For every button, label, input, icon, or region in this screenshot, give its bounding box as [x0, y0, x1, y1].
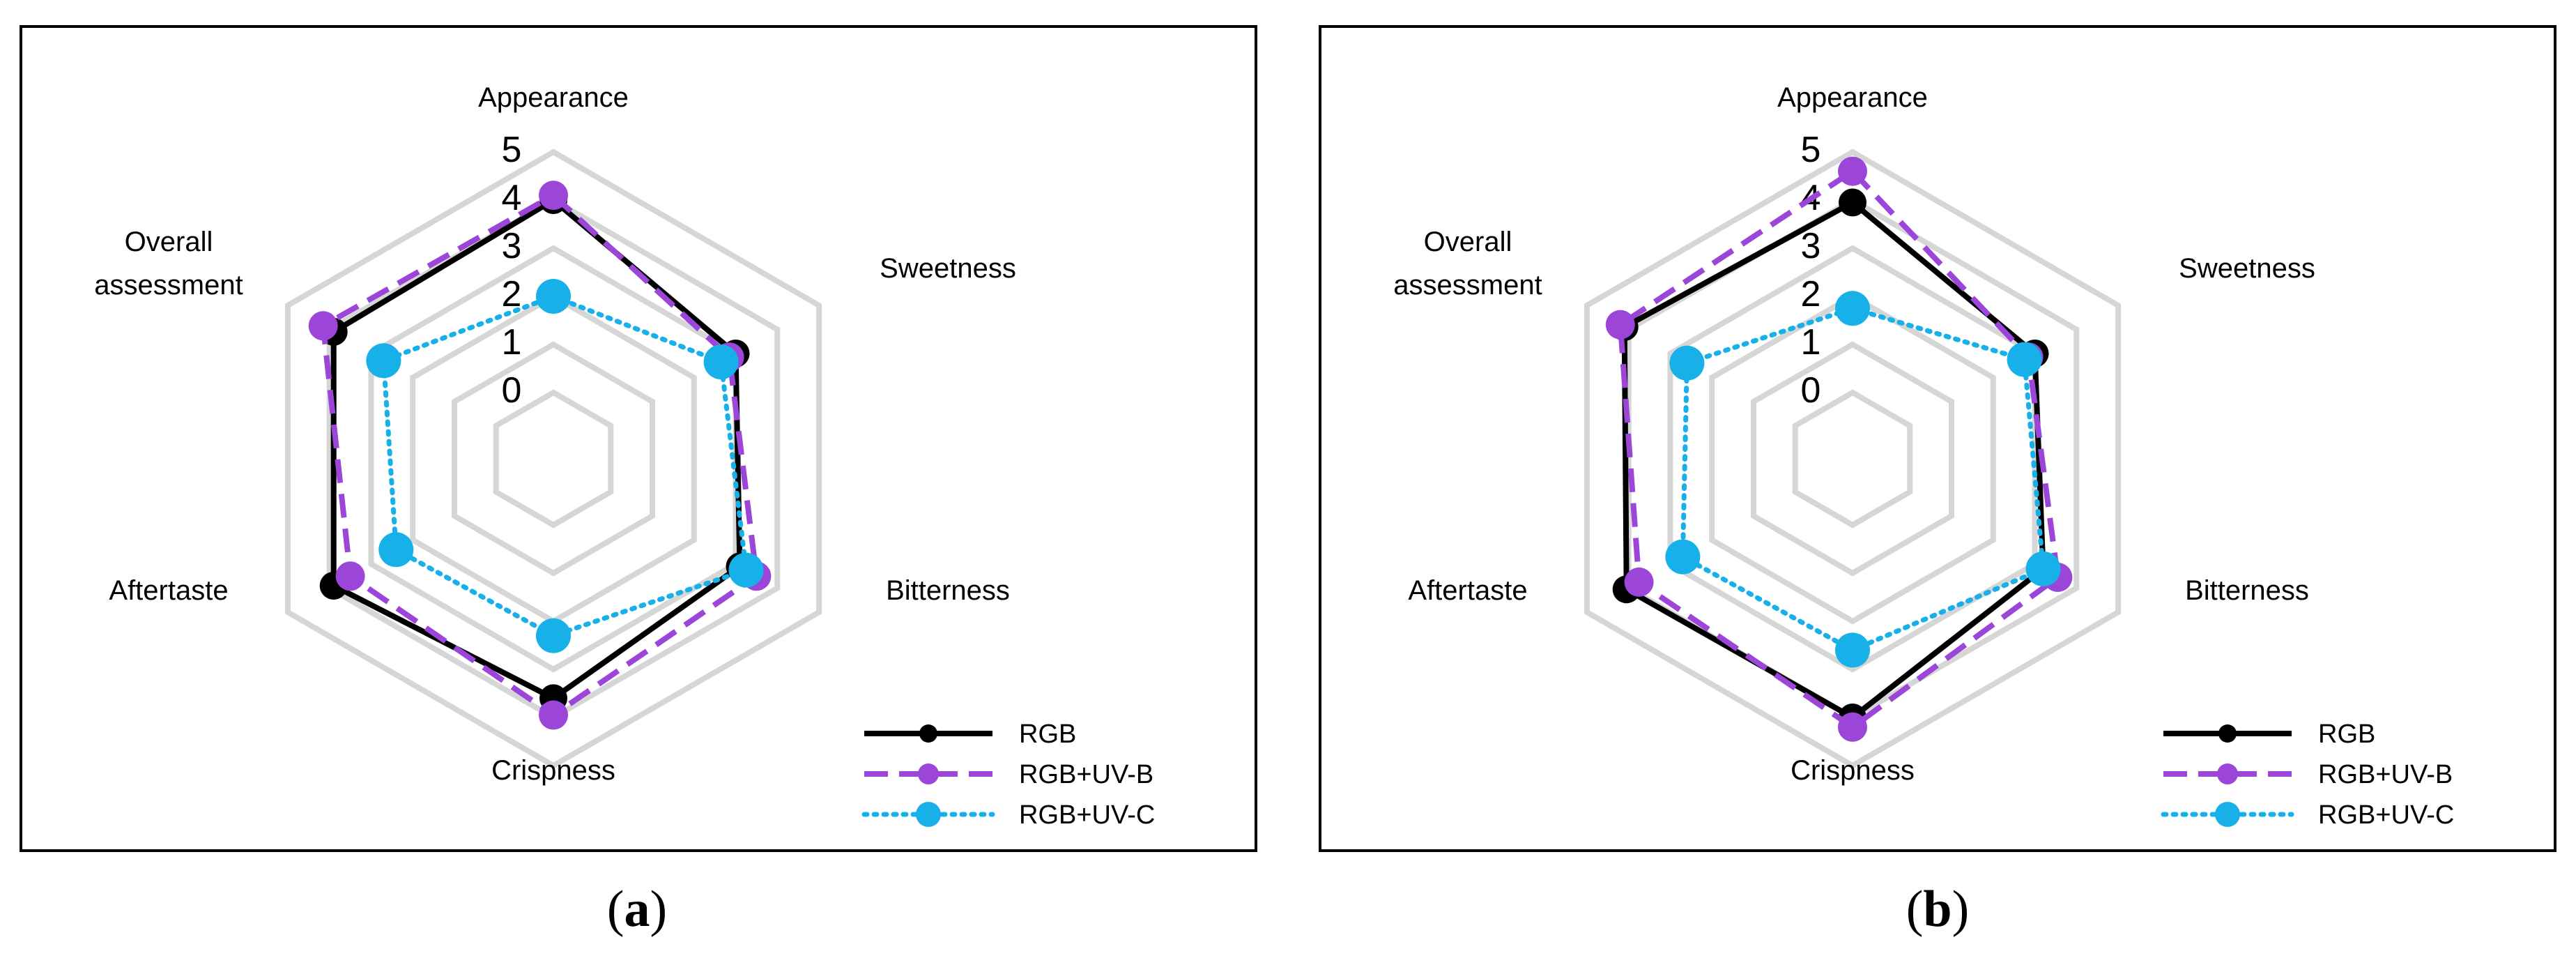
- data-point-aftertaste: [1624, 567, 1654, 597]
- series-rgb-uv-c: [366, 279, 764, 653]
- data-point-appearance: [536, 279, 571, 314]
- axis-label-crispness: Crispness: [1791, 755, 1915, 786]
- axis-label-bitterness: Bitterness: [2185, 575, 2309, 606]
- series-rgb: [1610, 188, 2057, 731]
- panel-caption-a: (a): [606, 881, 668, 938]
- axis-label-appearance: Appearance: [478, 82, 629, 113]
- legend-marker: [2217, 763, 2238, 784]
- data-point-appearance: [1838, 156, 1867, 186]
- series-rgb-uv-b: [308, 181, 772, 730]
- legend-label: RGB: [2318, 720, 2375, 749]
- axis-label-bitterness: Bitterness: [886, 575, 1010, 606]
- axis-label-line: Aftertaste: [1408, 575, 1527, 606]
- panel-caption-b: (b): [1906, 881, 1970, 938]
- axis-label-line: assessment: [1393, 270, 1542, 301]
- series-line: [1680, 305, 2046, 653]
- radar-chart-b: 012345AppearanceSweetnessBitternessCrisp…: [1393, 82, 2454, 830]
- grid-ring-1: [452, 341, 655, 577]
- data-point-sweetness: [2007, 342, 2042, 377]
- axis-label-sweetness: Sweetness: [880, 253, 1016, 284]
- axis-label-line: assessment: [94, 270, 243, 301]
- axis-label-aftertaste: Aftertaste: [109, 575, 228, 606]
- legend: RGB RGB+UV-B RGB+UV-C: [861, 720, 1155, 830]
- grid-ring-0: [1792, 389, 1913, 529]
- radial-tick-label: 3: [502, 226, 522, 266]
- axis-label-line: Bitterness: [886, 575, 1010, 606]
- radial-tick-label: 2: [1801, 274, 1821, 314]
- grid-ring-5: [284, 149, 822, 769]
- legend: RGB RGB+UV-B RGB+UV-C: [2161, 720, 2454, 830]
- axis-label-line: Aftertaste: [109, 575, 228, 606]
- axis-label-line: Appearance: [1777, 82, 1928, 113]
- legend-marker: [2218, 724, 2237, 743]
- radial-tick-label: 0: [1801, 370, 1821, 411]
- grid-ring-1: [1751, 341, 1954, 577]
- grid-ring-2: [1709, 293, 1996, 625]
- legend-marker: [919, 724, 937, 743]
- radial-tick-label: 1: [502, 322, 522, 363]
- axis-label-line: Sweetness: [2179, 253, 2315, 284]
- data-point-crispness: [536, 618, 571, 653]
- legend-label: RGB+UV-C: [1019, 800, 1155, 830]
- legend-label: RGB+UV-C: [2318, 800, 2454, 830]
- grid-ring-5: [1584, 149, 2122, 769]
- legend-marker: [2215, 802, 2240, 827]
- radial-tick-label: 1: [1801, 322, 1821, 363]
- panel-label-b: b: [1923, 881, 1952, 938]
- panel-label-a: a: [624, 881, 650, 938]
- axis-label-aftertaste: Aftertaste: [1408, 575, 1527, 606]
- grid-ring-0: [493, 389, 614, 529]
- axis-label-line: Overall: [1424, 227, 1512, 257]
- axis-label-appearance: Appearance: [1777, 82, 1928, 113]
- data-point-bitterness: [728, 552, 764, 588]
- data-point-crispness: [1835, 632, 1870, 668]
- data-point-overall-assessment: [308, 311, 338, 341]
- data-point-aftertaste: [1665, 539, 1701, 575]
- radial-tick-label: 3: [1801, 226, 1821, 266]
- radial-tick-label: 5: [1801, 130, 1821, 170]
- data-point-bitterness: [2025, 551, 2061, 586]
- data-point-overall-assessment: [1669, 345, 1705, 381]
- legend-label: RGB: [1019, 720, 1076, 749]
- axis-label-line: Appearance: [478, 82, 629, 113]
- data-point-sweetness: [703, 344, 739, 380]
- data-point-overall-assessment: [366, 343, 401, 379]
- legend-label: RGB+UV-B: [1019, 760, 1153, 789]
- axis-label-overall-assessment: Overall assessment: [94, 227, 243, 301]
- legend-label: RGB+UV-B: [2318, 760, 2453, 789]
- data-point-crispness: [1838, 712, 1867, 742]
- data-point-appearance: [1835, 291, 1870, 326]
- axis-label-line: Crispness: [491, 755, 615, 786]
- data-point-aftertaste: [378, 532, 414, 568]
- axis-label-line: Overall: [125, 227, 213, 257]
- data-point-appearance: [539, 181, 568, 211]
- data-point-crispness: [539, 700, 568, 730]
- axis-label-line: Crispness: [1791, 755, 1915, 786]
- series-rgb-uv-c: [1665, 291, 2061, 668]
- data-point-overall-assessment: [1605, 310, 1635, 340]
- axis-label-crispness: Crispness: [491, 755, 615, 786]
- legend-marker: [918, 763, 939, 784]
- radar-chart-a: 012345AppearanceSweetnessBitternessCrisp…: [94, 82, 1155, 830]
- legend-marker: [916, 802, 941, 827]
- data-point-aftertaste: [335, 561, 365, 591]
- data-point-appearance: [1839, 188, 1866, 217]
- axis-label-sweetness: Sweetness: [2179, 253, 2315, 284]
- radial-tick-label: 4: [502, 178, 522, 218]
- radial-tick-label: 0: [502, 370, 522, 411]
- axis-label-overall-assessment: Overall assessment: [1393, 227, 1542, 301]
- radial-tick-label: 5: [502, 130, 522, 170]
- axis-label-line: Sweetness: [880, 253, 1016, 284]
- axis-label-line: Bitterness: [2185, 575, 2309, 606]
